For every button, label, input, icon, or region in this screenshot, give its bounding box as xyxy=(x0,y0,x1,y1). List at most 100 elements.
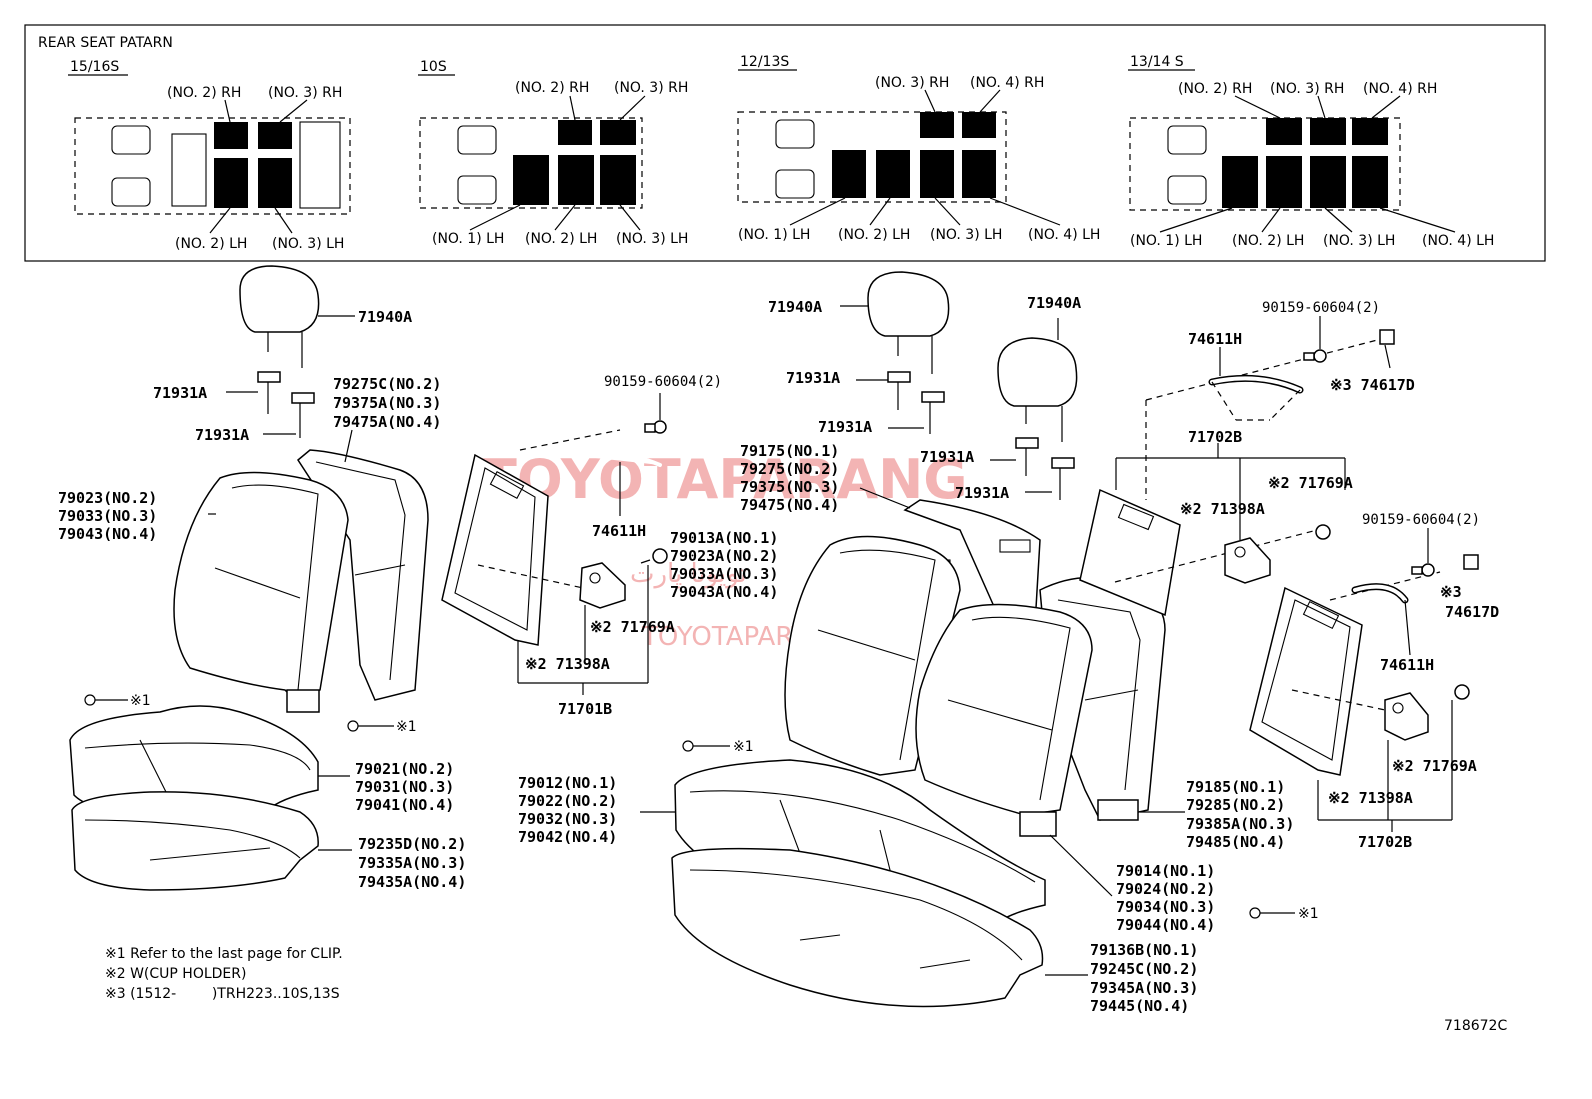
svg-text:79031(NO.3): 79031(NO.3) xyxy=(355,778,454,796)
svg-text:※1: ※1 xyxy=(733,739,754,755)
part-71701b: 71701B xyxy=(558,700,612,718)
svg-text:79235D(NO.2): 79235D(NO.2) xyxy=(358,835,466,853)
back-board-upper xyxy=(1079,488,1181,617)
part-group-79185: 79185(NO.1) 79285(NO.2) 79385A(NO.3) 794… xyxy=(1186,778,1294,851)
clip-icon xyxy=(1315,524,1331,540)
headrest-middle xyxy=(867,271,950,337)
watermark-arabic: تویوتا پارت xyxy=(630,559,747,589)
svg-text:79044(NO.4): 79044(NO.4) xyxy=(1116,916,1215,934)
label-no1-lh: (NO. 1) LH xyxy=(1130,233,1202,249)
svg-text:79023A(NO.2): 79023A(NO.2) xyxy=(670,547,778,565)
clip-icon: ※1 xyxy=(347,719,417,735)
headrest-left xyxy=(239,265,320,333)
clip-icon xyxy=(1454,684,1470,700)
part-group-79012: 79012(NO.1) 79022(NO.2) 79032(NO.3) 7904… xyxy=(518,774,617,846)
cup-holder-assembly-lower-right xyxy=(1249,528,1479,832)
headrest-guide xyxy=(291,392,315,404)
label-no2-lh: (NO. 2) LH xyxy=(1232,233,1304,249)
svg-text:79375(NO.3): 79375(NO.3) xyxy=(740,478,839,496)
part-74617d: ※3 74617D xyxy=(1330,376,1415,394)
back-board-left xyxy=(441,453,549,646)
svg-text:79435A(NO.4): 79435A(NO.4) xyxy=(358,873,466,891)
note-2: ※2 W(CUP HOLDER) xyxy=(105,966,246,982)
label-no2-rh: (NO. 2) RH xyxy=(167,85,241,101)
bolt-icon xyxy=(644,420,667,434)
part-group-79013a: 79013A(NO.1) 79023A(NO.2) 79033A(NO.3) 7… xyxy=(670,529,778,601)
svg-text:79475(NO.4): 79475(NO.4) xyxy=(740,496,839,514)
svg-text:※1: ※1 xyxy=(130,693,151,709)
svg-text:※1: ※1 xyxy=(1298,906,1319,922)
label-no2-lh: (NO. 2) LH xyxy=(525,231,597,247)
pattern-10s: 10S (NO. 2) RH (NO. 3) RH (NO. 1) LH (NO… xyxy=(418,59,688,247)
clip-icon: ※1 xyxy=(1249,906,1319,922)
svg-text:79033A(NO.3): 79033A(NO.3) xyxy=(670,565,778,583)
headrest-guide xyxy=(1015,437,1039,449)
seat-cushion-pad-left xyxy=(71,791,319,891)
svg-text:79033(NO.3): 79033(NO.3) xyxy=(58,507,157,525)
svg-text:79021(NO.2): 79021(NO.2) xyxy=(355,760,454,778)
part-74611h: 74611H xyxy=(592,522,646,540)
svg-text:79445(NO.4): 79445(NO.4) xyxy=(1090,997,1189,1015)
cup-holder-icon xyxy=(1384,692,1429,741)
svg-text:79043A(NO.4): 79043A(NO.4) xyxy=(670,583,778,601)
bolt-icon xyxy=(1411,563,1435,577)
part-71769a: ※2 71769A xyxy=(1268,474,1353,492)
part-71931a: 71931A xyxy=(195,426,249,444)
rear-seat-pattern-box: REAR SEAT PATARN 15/16S (NO. 2) RH (NO. … xyxy=(24,24,1546,262)
headrest-guide xyxy=(921,391,945,403)
fastener-icon xyxy=(1463,554,1479,570)
headrest-guide xyxy=(257,371,281,383)
svg-text:79013A(NO.1): 79013A(NO.1) xyxy=(670,529,778,547)
svg-text:79285(NO.2): 79285(NO.2) xyxy=(1186,796,1285,814)
svg-text:79485(NO.4): 79485(NO.4) xyxy=(1186,833,1285,851)
svg-text:79042(NO.4): 79042(NO.4) xyxy=(518,828,617,846)
headrest-guide xyxy=(887,371,911,383)
label-no4-lh: (NO. 4) LH xyxy=(1422,233,1494,249)
middle-seat-assembly: ※1 ※1 xyxy=(640,271,1319,1008)
label-no3-rh: (NO. 3) RH xyxy=(875,75,949,91)
part-71398a: ※2 71398A xyxy=(525,655,610,673)
svg-text:79014(NO.1): 79014(NO.1) xyxy=(1116,862,1215,880)
part-74611h: 74611H xyxy=(1380,656,1434,674)
svg-text:79335A(NO.3): 79335A(NO.3) xyxy=(358,854,466,872)
part-71940a: 71940A xyxy=(358,308,412,326)
part-71931a: 71931A xyxy=(920,448,974,466)
pattern-12-13s: 12/13S (NO. 3) RH (NO. 4) RH (NO. 1) LH … xyxy=(737,54,1100,243)
watermark: TOYOTAPARANG تویوتا پارت TOYOTAPART.IR xyxy=(480,448,968,652)
label-no3-lh: (NO. 3) LH xyxy=(930,227,1002,243)
headrest-right xyxy=(997,337,1078,407)
cup-holder-assembly-upper-right xyxy=(1079,316,1395,617)
part-90159-60604: 90159-60604(2) xyxy=(604,374,722,390)
svg-text:79385A(NO.3): 79385A(NO.3) xyxy=(1186,815,1294,833)
label-no2-rh: (NO. 2) RH xyxy=(1178,81,1252,97)
svg-text:79043(NO.4): 79043(NO.4) xyxy=(58,525,157,543)
seatback-bracket xyxy=(1019,811,1057,837)
part-71398a: ※2 71398A xyxy=(1328,789,1413,807)
part-group-79175: 79175(NO.1) 79275(NO.2) 79375(NO.3) 7947… xyxy=(740,442,839,514)
pattern-15-16s: 15/16S (NO. 2) RH (NO. 3) RH (NO. 2) LH … xyxy=(68,59,351,252)
svg-text:79012(NO.1): 79012(NO.1) xyxy=(518,774,617,792)
label-no4-rh: (NO. 4) RH xyxy=(1363,81,1437,97)
variant-name: 10S xyxy=(420,59,447,75)
part-71769a: ※2 71769A xyxy=(590,618,675,636)
left-seat-assembly: ※1 ※1 xyxy=(69,265,429,891)
watermark-main: TOYOTAPARANG xyxy=(480,448,968,511)
part-group-79014: 79014(NO.1) 79024(NO.2) 79034(NO.3) 7904… xyxy=(1116,862,1215,934)
svg-text:79185(NO.1): 79185(NO.1) xyxy=(1186,778,1285,796)
part-74617d-note: ※3 xyxy=(1440,583,1462,601)
back-board-lower xyxy=(1249,586,1363,776)
seatback-bracket xyxy=(286,689,320,713)
seatback-cover-left xyxy=(173,471,349,701)
part-71769a: ※2 71769A xyxy=(1392,757,1477,775)
svg-text:※1: ※1 xyxy=(396,719,417,735)
part-group-79021: 79021(NO.2) 79031(NO.3) 79041(NO.4) xyxy=(355,760,454,814)
svg-text:79245C(NO.2): 79245C(NO.2) xyxy=(1090,960,1198,978)
part-71931a: 71931A xyxy=(153,384,207,402)
part-group-79136b: 79136B(NO.1) 79245C(NO.2) 79345A(NO.3) 7… xyxy=(1090,941,1198,1015)
cup-holder-icon xyxy=(579,562,626,609)
svg-text:79275C(NO.2): 79275C(NO.2) xyxy=(333,375,441,393)
variant-name: 15/16S xyxy=(70,59,119,75)
label-no3-lh: (NO. 3) LH xyxy=(272,236,344,252)
label-no1-lh: (NO. 1) LH xyxy=(738,227,810,243)
seatback-bracket xyxy=(1097,799,1139,821)
